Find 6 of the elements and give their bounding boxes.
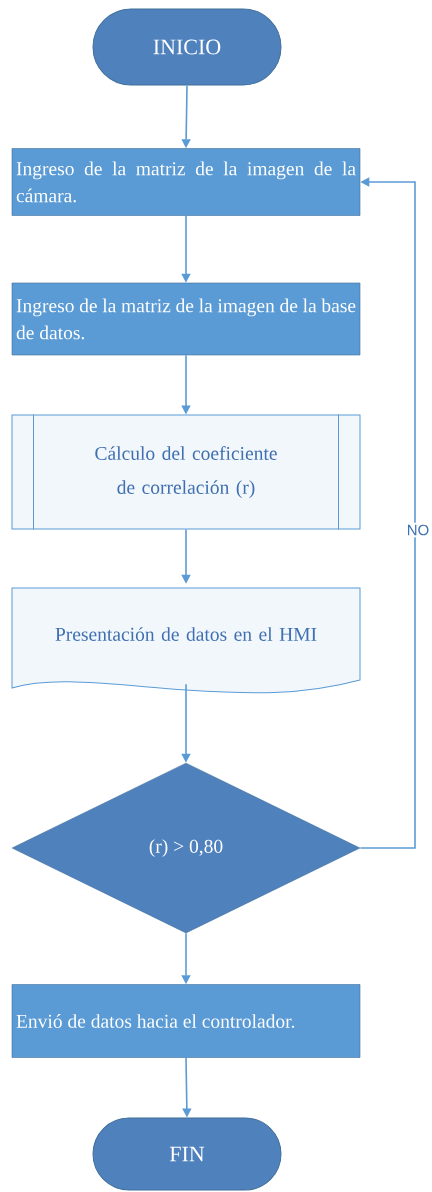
arrow xyxy=(359,177,416,849)
process-box: Envió de datos hacia el controlador. xyxy=(11,984,361,1058)
process-box: Ingreso de la matriz de la imagen de la cámara. xyxy=(11,148,361,216)
predefined-process-box: Cálculo del coeficiente de correlación (r) xyxy=(11,414,361,530)
edge-label: NO xyxy=(404,522,432,538)
process-box: Ingreso de la matriz de la imagen de la base de datos. xyxy=(11,282,361,356)
